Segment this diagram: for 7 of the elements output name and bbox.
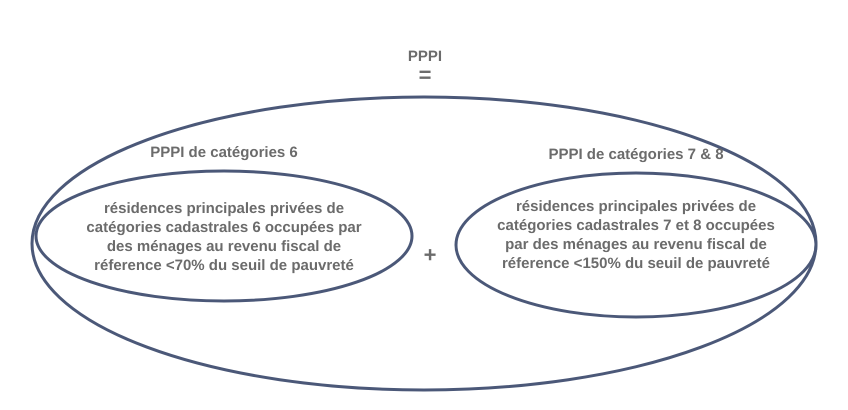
equals-sign: =	[418, 62, 432, 88]
plus-sign: +	[422, 242, 438, 268]
group-heading: PPPI de catégories 6	[149, 143, 299, 162]
definition-text: résidences principales privées de catégories cadastrales 6 occupées par des ménages au revenu fiscal de réference <70% du seuil de pauvreté	[85, 199, 363, 275]
formula-term: PPPI	[406, 48, 444, 65]
definition-text: résidences principales privées de catégories cadastrales 7 et 8 occupées par des ménages au revenu fiscal de réference <150% du seuil de pauvreté	[496, 197, 776, 273]
group-heading: PPPI de catégories 7 & 8	[547, 145, 725, 164]
